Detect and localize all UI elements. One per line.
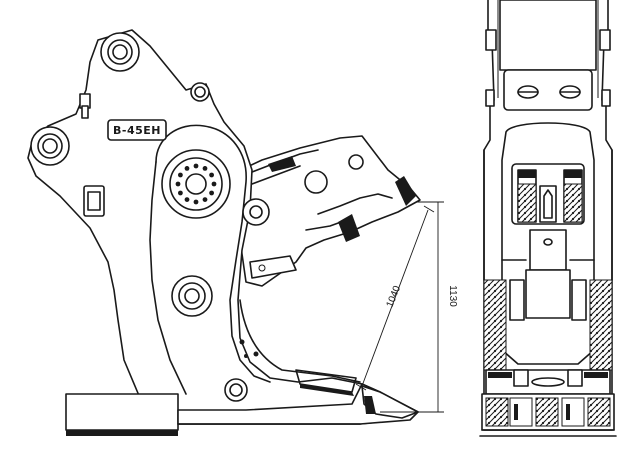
pivot-pins [30,32,270,402]
dimension-1040: 1040 [355,205,435,391]
grease-fitting [79,93,91,119]
model-label: B-45EH [113,124,161,137]
hub-bolt [175,181,181,187]
dim-inner-label: 1040 [385,284,404,309]
hub-bolt [193,163,199,169]
hub-bolt [211,181,217,187]
hub-bolt [209,172,215,178]
hub-bolt [209,190,215,196]
model-nameplate: B-45EH [107,119,167,141]
upper-jaw [239,135,421,287]
side-view: B-45EH 1040 1130 [27,29,458,436]
dim-outer-label: 1130 [447,285,458,307]
hub-bolt [184,166,190,171]
dimension-1130: 1130 [380,201,458,413]
base-plate [65,369,419,436]
hub-bolt [202,197,208,203]
bolt-ring [175,163,217,205]
side-inspection-plate [83,185,105,217]
hub-bolt [184,197,190,203]
hub-bolt [202,166,208,171]
front-view: 520 [479,0,617,437]
hub-bolt [178,172,183,178]
hub-bolt [178,190,183,196]
hub-bolt [193,199,199,205]
